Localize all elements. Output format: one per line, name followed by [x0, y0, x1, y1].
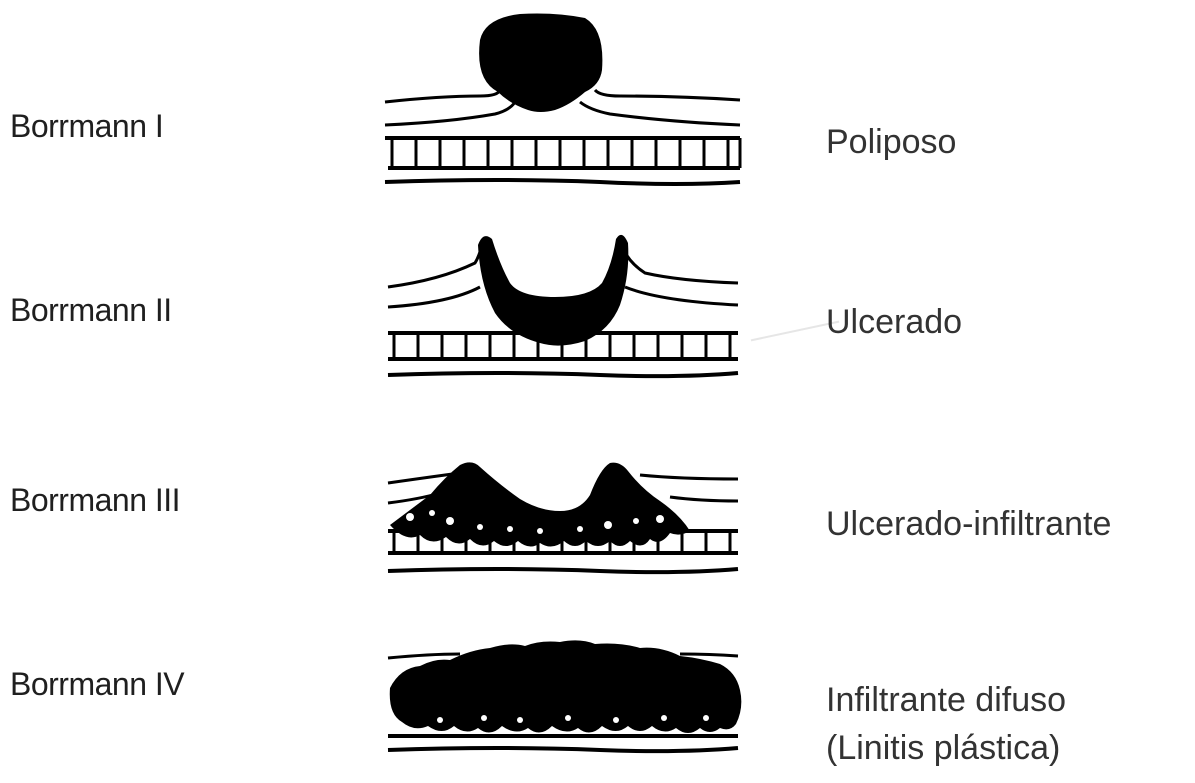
stage-label: Borrmann II: [10, 292, 172, 329]
wall-section-drawing: [380, 455, 750, 585]
wall-section-drawing: [380, 225, 750, 385]
wall-section-drawing: [380, 10, 750, 195]
stage-label: Borrmann IV: [10, 666, 184, 703]
type-label: Ulcerado: [826, 298, 962, 346]
ulcerated-tumor-diagram: [380, 225, 750, 385]
type-label: Infiltrante difuso: [826, 676, 1066, 724]
diffuse-infiltrating-tumor-diagram: [380, 628, 750, 758]
type-label: Poliposo: [826, 118, 956, 166]
type-label-secondary: (Linitis plástica): [826, 724, 1060, 772]
type-label: Ulcerado-infiltrante: [826, 500, 1111, 548]
wall-section-drawing: [380, 628, 750, 758]
polypoid-tumor-diagram: [380, 10, 750, 195]
ulcerated-infiltrating-tumor-diagram: [380, 455, 750, 585]
stage-label: Borrmann III: [10, 482, 180, 519]
stage-label: Borrmann I: [10, 108, 163, 145]
